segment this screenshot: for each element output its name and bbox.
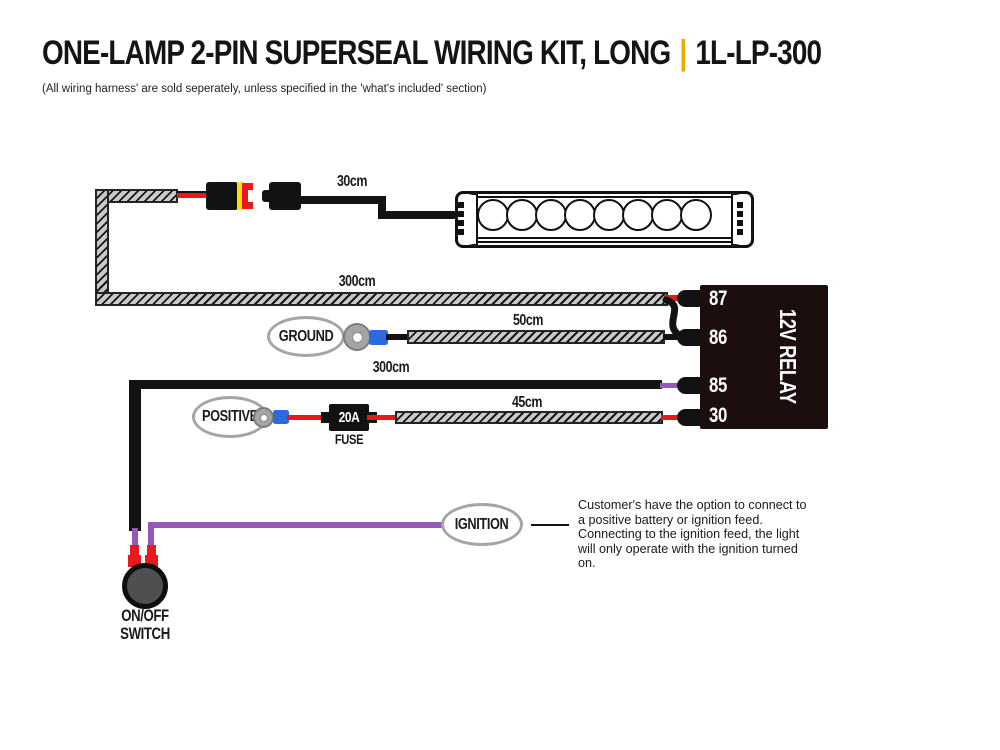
led-lens-row — [477, 198, 731, 232]
note-pointer-line — [531, 524, 569, 526]
led-lens — [506, 199, 538, 231]
superseal-connector-female-tab — [262, 190, 272, 202]
switch-label-line2: SWITCH — [120, 625, 170, 643]
relay-pin-stub-86 — [677, 329, 702, 346]
part-number: 1L-LP-300 — [695, 34, 822, 72]
ignition-label-text: IGNITION — [455, 515, 509, 533]
subtitle: (All wiring harness' are sold seperately… — [42, 83, 487, 95]
wire-label-30cm: 30cm — [336, 173, 368, 190]
lamp-cap-bolt — [737, 229, 743, 235]
lamp-wire-upper — [299, 196, 386, 204]
wire-label-50cm: 50cm — [512, 312, 544, 329]
braided-sleeve-50cm-ground — [407, 330, 665, 344]
ignition-purple-wire — [148, 522, 442, 528]
ground-wire-right — [663, 334, 685, 340]
positive-blue-crimp — [273, 410, 289, 424]
led-lens — [535, 199, 567, 231]
led-lens — [593, 199, 625, 231]
relay-pin-stub-30 — [677, 409, 702, 426]
led-lens — [651, 199, 683, 231]
lamp-pigtail-wire — [177, 191, 208, 198]
relay-pin-stub-87 — [677, 290, 702, 307]
ignition-oval-label: IGNITION — [441, 503, 523, 546]
ground-oval-label: GROUND — [267, 316, 345, 357]
fuse-label: FUSE — [334, 431, 364, 447]
relay-name-text: 12V RELAY — [775, 309, 801, 404]
ground-label-text: GROUND — [278, 327, 334, 345]
wire-label-300cm-lamp: 300cm — [338, 273, 376, 290]
switch-label-line1: ON/OFF — [121, 607, 169, 625]
switch-purple-lead-right — [148, 522, 154, 549]
fuse-rating-text: 20A — [338, 409, 360, 426]
led-lens — [622, 199, 654, 231]
superseal-connector-female — [269, 182, 301, 210]
ground-wire-left — [386, 334, 409, 340]
wire-red-to-fuse — [287, 414, 331, 420]
ground-blue-crimp — [369, 330, 388, 345]
wire-red-pin30 — [661, 414, 684, 420]
relay-name: 12V RELAY — [716, 293, 859, 420]
led-lens — [680, 199, 712, 231]
title-separator-bar: | — [679, 34, 687, 72]
lamp-wire-step — [378, 196, 386, 219]
spade-terminal-tab — [147, 545, 156, 556]
positive-label-text: POSITIVE — [202, 408, 258, 425]
on-off-switch — [122, 563, 168, 609]
superseal-connector-male — [206, 182, 238, 210]
spade-terminal-tab — [130, 545, 139, 556]
page-title: ONE-LAMP 2-PIN SUPERSEAL WIRING KIT, LON… — [42, 34, 822, 73]
positive-ring-terminal-hole — [260, 414, 268, 422]
switch-wire-horizontal — [129, 380, 662, 389]
wire-red-fuse-to-sleeve — [367, 414, 397, 420]
relay-pin-stub-85 — [677, 377, 702, 394]
lamp-cap-bolt — [737, 202, 743, 208]
note-text: Customer's have the option to connect to… — [578, 498, 807, 571]
relay-pin-label-86: 86 — [709, 326, 727, 349]
superseal-seal-red — [242, 183, 253, 209]
switch-purple-lead-left — [132, 528, 138, 549]
led-lens — [477, 199, 509, 231]
fuse-box: 20A — [329, 404, 369, 431]
led-bar-baseline — [474, 237, 734, 239]
relay-pin-label-30: 30 — [709, 404, 727, 427]
ground-ring-terminal-hole — [352, 332, 363, 343]
wire-label-300cm-switch: 300cm — [372, 359, 410, 376]
lamp-wire-lower — [378, 211, 460, 219]
superseal-seal-yellow — [237, 182, 243, 210]
lamp-cap-bolt — [458, 220, 464, 226]
led-lens — [564, 199, 596, 231]
lamp-cap-bolt — [737, 220, 743, 226]
braided-sleeve-lamp-vertical — [95, 189, 109, 306]
wire-red-pin87 — [664, 295, 686, 301]
wire-purple-pin85 — [660, 382, 684, 388]
lamp-cap-bolt — [458, 229, 464, 235]
fuse-tab-left — [321, 412, 330, 423]
relay-pin-label-87: 87 — [709, 287, 727, 310]
relay-pin-label-85: 85 — [709, 374, 727, 397]
superseal-seal-notch — [248, 190, 253, 202]
switch-wire-vertical — [129, 380, 141, 531]
relay-box — [700, 285, 828, 429]
braided-sleeve-300cm-lamp — [95, 292, 668, 306]
page-title-text: ONE-LAMP 2-PIN SUPERSEAL WIRING KIT, LON… — [42, 34, 671, 72]
lamp-cap-bolt — [458, 211, 464, 217]
lamp-cap-bolt — [737, 211, 743, 217]
wire-label-45cm: 45cm — [511, 394, 543, 411]
lamp-cap-bolt — [458, 202, 464, 208]
braided-sleeve-45cm-fused — [395, 411, 663, 424]
